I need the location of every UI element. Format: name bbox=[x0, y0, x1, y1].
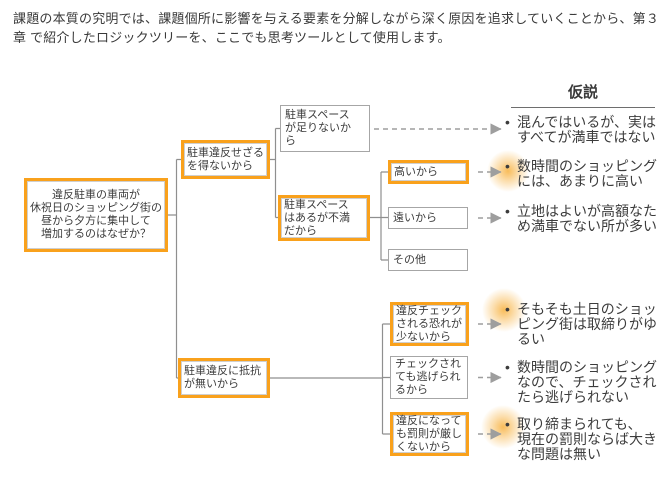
intro-line-2: で紹介したロジックツリーを、ここでも思考ツールとして使用します。 bbox=[30, 30, 451, 45]
hypothesis-item: 取り締まられても、 現在の罰則ならば大き な問題は無い bbox=[517, 416, 657, 462]
tree-node-light-penalty: 違反になって も罰則が厳し くないから bbox=[390, 412, 469, 456]
bullet-icon: • bbox=[505, 416, 510, 432]
tree-node-root-question: 違反駐車の車両が 休祝日のショッピング街の 昼から夕方に集中して 増加するのはな… bbox=[24, 178, 168, 252]
hypothesis-item: そもそも土日のショッ ピング街は取締りがゆ るい bbox=[517, 301, 657, 347]
bullet-icon: • bbox=[505, 301, 510, 317]
tree-node-low-check-risk: 違反チェック される恐れが 少ないから bbox=[390, 302, 469, 346]
bullet-icon: • bbox=[505, 114, 510, 130]
tree-node-can-escape: チェックされ ても逃げられ るから bbox=[390, 356, 468, 399]
intro-line-1: 課題の本質の究明では、課題個所に影響を与える要素を分解しながら深く原因を追求して… bbox=[13, 11, 660, 45]
tree-node-other: その他 bbox=[388, 249, 468, 271]
intro-paragraph: 課題の本質の究明では、課題個所に影響を与える要素を分解しながら深く原因を追求して… bbox=[13, 9, 663, 47]
bullet-icon: • bbox=[505, 203, 510, 219]
tree-node-space-unsatisfying: 駐車スペース はあるが不満 だから bbox=[278, 195, 370, 241]
hypothesis-item: 混んではいるが、実は すべてが満車ではない bbox=[517, 114, 657, 145]
tree-node-no-choice: 駐車違反せざる を得ないから bbox=[181, 140, 270, 179]
bullet-icon: • bbox=[505, 359, 510, 375]
tree-node-expensive: 高いから bbox=[388, 160, 469, 184]
hypothesis-item: 数時間のショッピング には、あまりに高い bbox=[517, 158, 657, 189]
hypothesis-arrows bbox=[374, 123, 502, 440]
tree-node-far: 遠いから bbox=[388, 207, 468, 229]
tree-branch-lines bbox=[168, 127, 390, 435]
tree-node-no-resistance: 駐車違反に抵抗 が無いから bbox=[178, 358, 270, 398]
hypothesis-item: 数時間のショッピング なので、チェックされ たら逃げられない bbox=[517, 359, 657, 405]
hypotheses-header: 仮説 bbox=[511, 81, 655, 108]
hypothesis-item: 立地はよいが高額なた め満車でない所が多い bbox=[517, 203, 657, 234]
bullet-icon: • bbox=[505, 158, 510, 174]
highlight-glow bbox=[487, 150, 529, 192]
tree-node-not-enough-space: 駐車スペース が足りないか ら bbox=[280, 105, 370, 152]
